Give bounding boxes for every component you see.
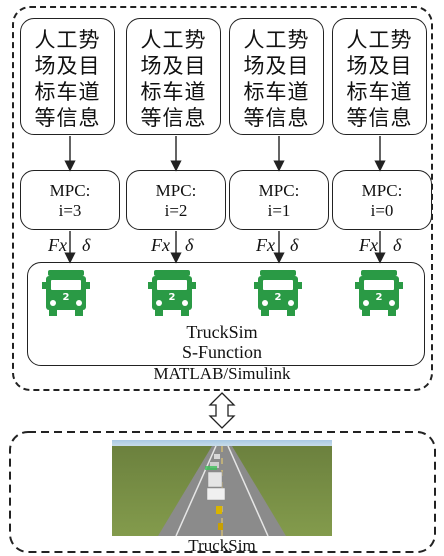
info-box-3: 人工势 场及目 标车道 等信息 — [229, 18, 324, 135]
mpc-label: MPC: i=1 — [258, 181, 300, 220]
delta-label: δ — [82, 235, 91, 255]
matlab-simulink-label: MATLAB/Simulink — [153, 364, 291, 383]
info-box-1: 人工势 场及目 标车道 等信息 — [20, 18, 115, 135]
mpc-label: MPC: i=3 — [49, 181, 91, 220]
truck-badge-number: 2 — [169, 292, 176, 303]
mpc-box-i2: MPC: i=2 — [126, 170, 226, 230]
info-text: 人工势 场及目 标车道 等信息 — [346, 28, 413, 130]
fx-label: Fx — [48, 235, 67, 255]
mpc-label: MPC: i=0 — [361, 181, 403, 220]
mpc-box-i3: MPC: i=3 — [20, 170, 120, 230]
truck-icon: 2 — [42, 270, 90, 316]
truckSim-sfunction-box — [27, 262, 425, 366]
mpc-box-i0: MPC: i=0 — [332, 170, 432, 230]
sfunction-title: TruckSim — [186, 322, 258, 342]
trucksim-road-image — [112, 440, 332, 537]
trucksim-caption: TruckSim — [188, 536, 256, 555]
delta-label: δ — [393, 235, 402, 255]
fx-label: Fx — [151, 235, 170, 255]
sfunction-subtitle: S-Function — [181, 342, 262, 362]
bidirectional-arrow-icon — [208, 392, 236, 429]
truck-badge-number: 2 — [376, 292, 383, 303]
matlab-simulink-container — [12, 6, 433, 391]
delta-label: δ — [185, 235, 194, 255]
mpc-box-i1: MPC: i=1 — [229, 170, 329, 230]
info-text: 人工势 场及目 标车道 等信息 — [34, 28, 101, 130]
truck-icon: 2 — [254, 270, 302, 316]
mpc-label: MPC: i=2 — [155, 181, 197, 220]
truck-badge-number: 2 — [275, 292, 282, 303]
truck-icon: 2 — [148, 270, 196, 316]
info-text: 人工势 场及目 标车道 等信息 — [140, 28, 207, 130]
truck-icon: 2 — [355, 270, 403, 316]
fx-label: Fx — [256, 235, 275, 255]
trucksim-container — [9, 431, 436, 553]
truck-badge-number: 2 — [63, 292, 70, 303]
fx-label: Fx — [359, 235, 378, 255]
delta-label: δ — [290, 235, 299, 255]
info-box-4: 人工势 场及目 标车道 等信息 — [332, 18, 427, 135]
info-box-2: 人工势 场及目 标车道 等信息 — [126, 18, 221, 135]
info-text: 人工势 场及目 标车道 等信息 — [243, 28, 310, 130]
